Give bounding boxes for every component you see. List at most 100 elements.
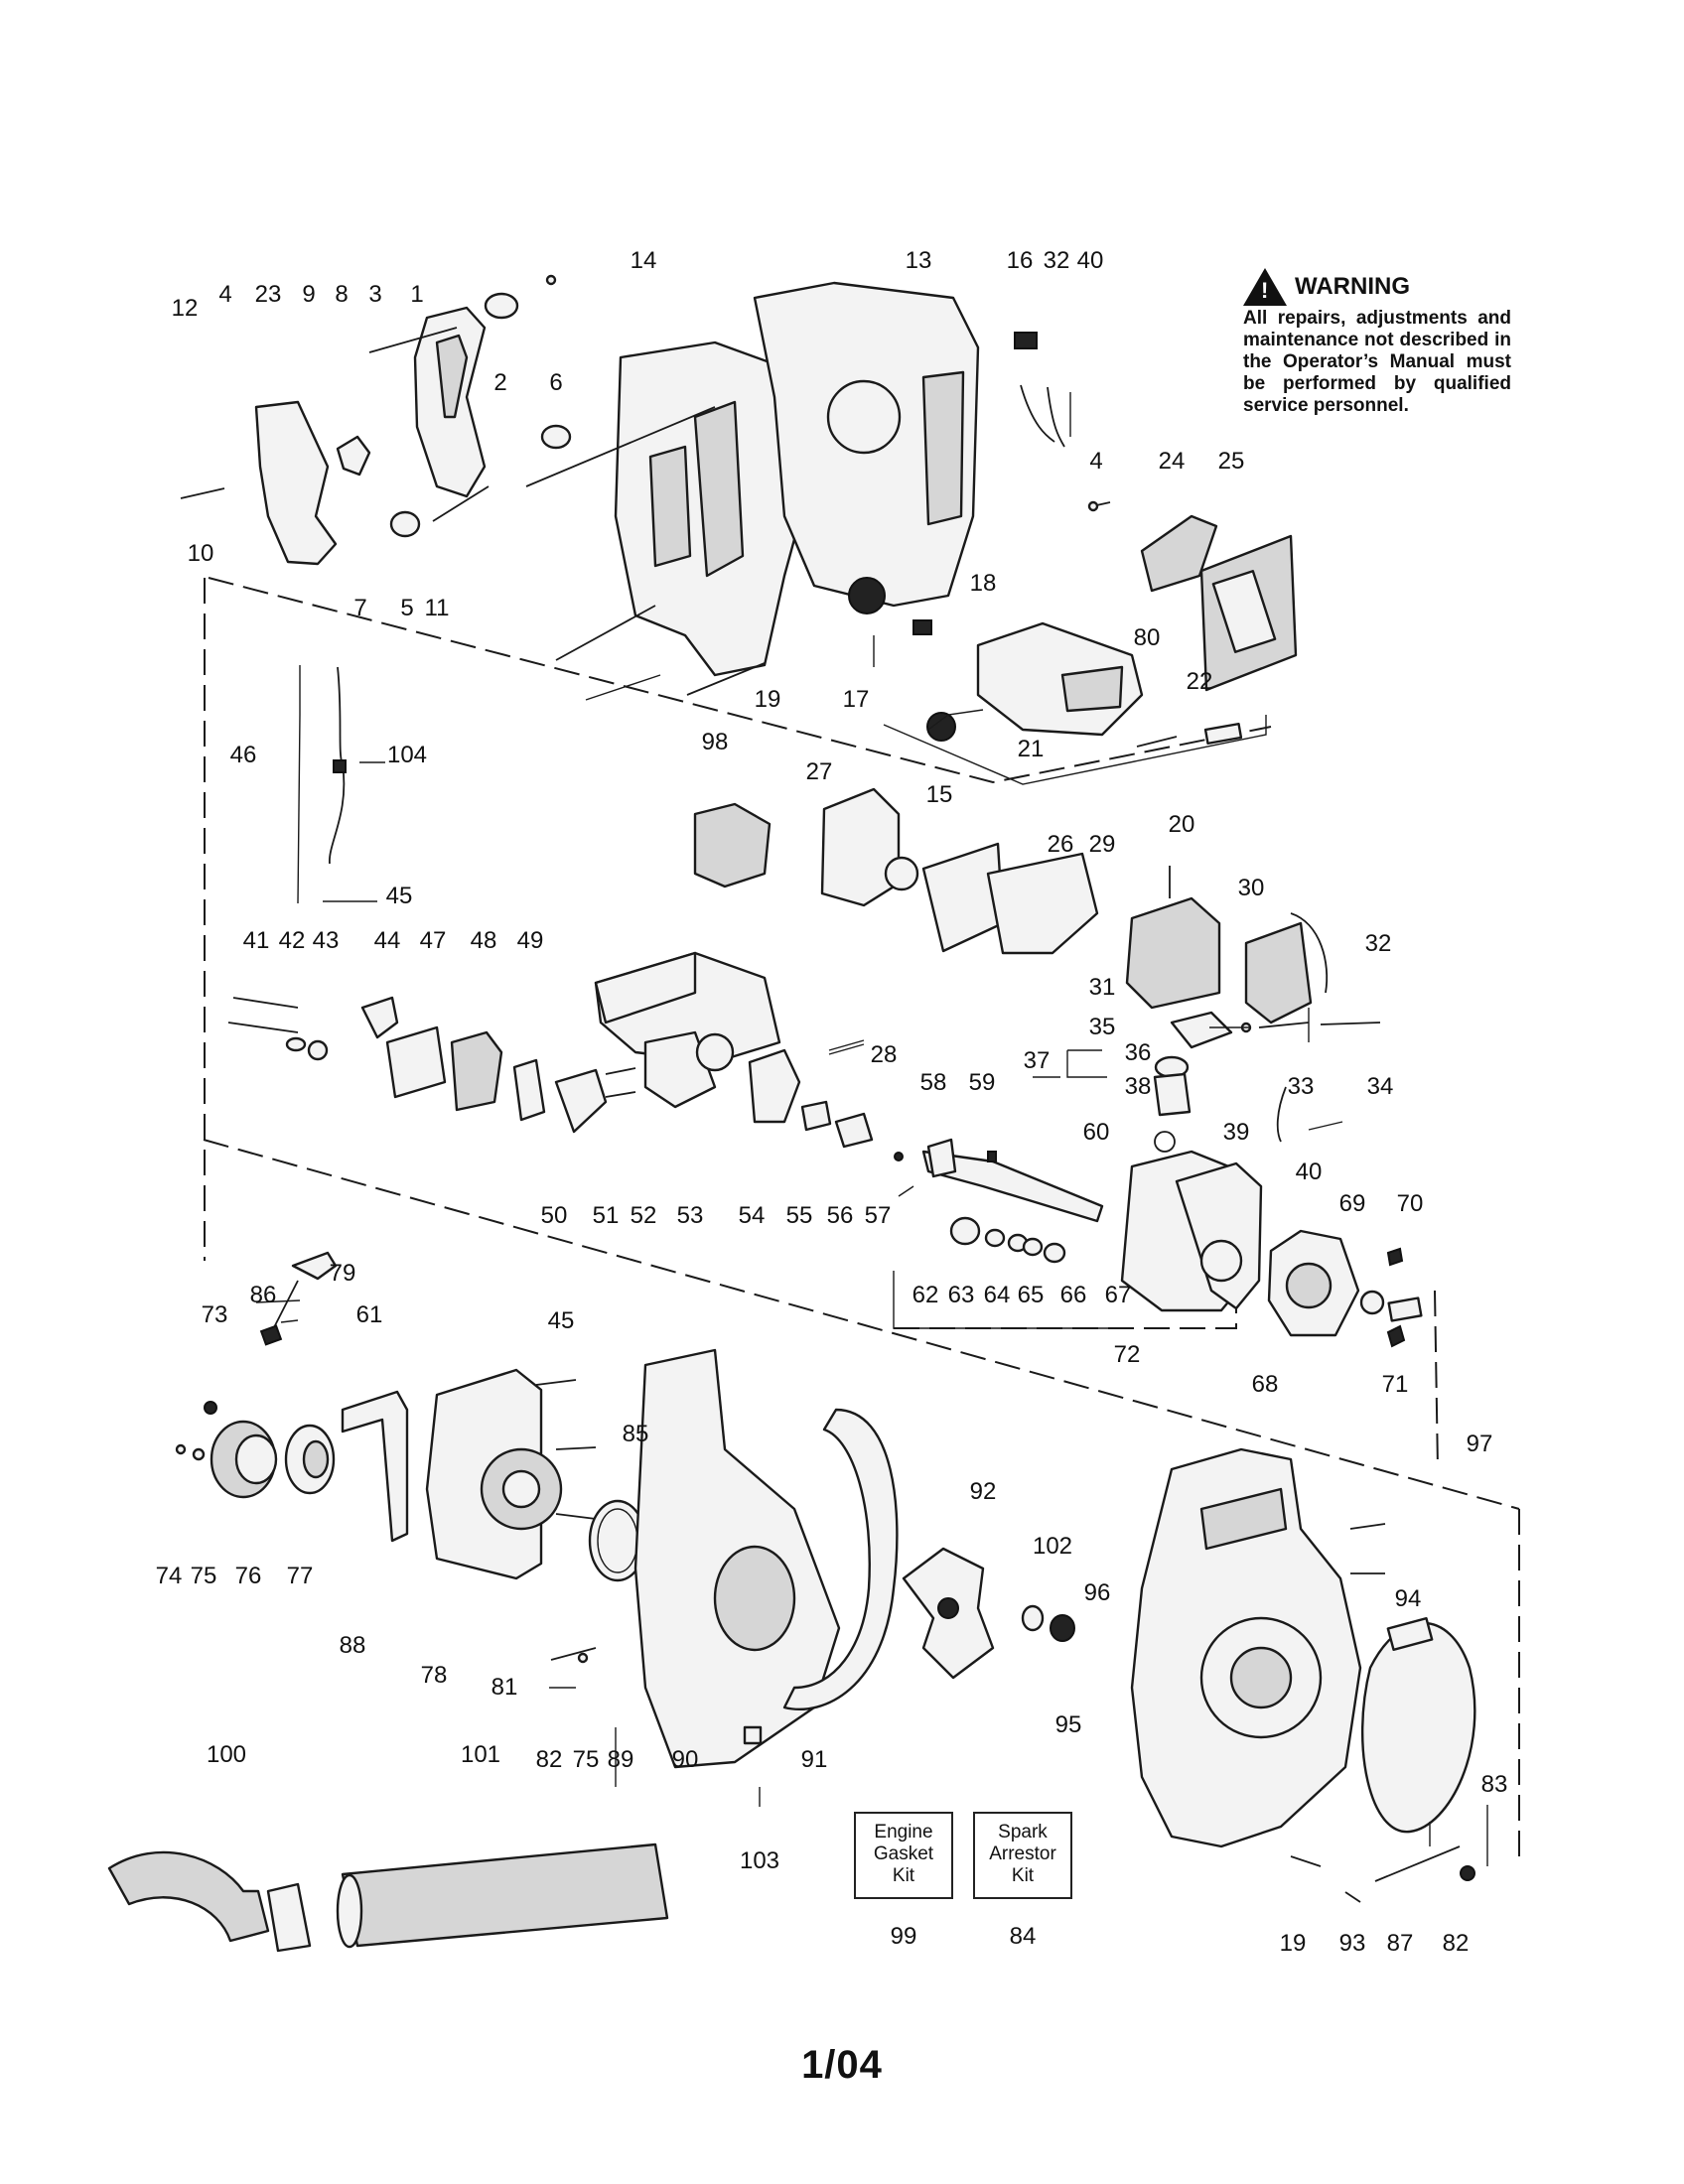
part-label: 30 [1238, 875, 1265, 901]
part-label: 73 [202, 1301, 228, 1328]
part-label: 45 [386, 883, 413, 909]
part-label: 66 [1060, 1282, 1087, 1308]
handle-assembly [180, 274, 572, 566]
carburetor-row [227, 951, 904, 1161]
upper-right-parts [912, 332, 1298, 748]
part-label: 8 [335, 281, 348, 308]
part-label: 13 [906, 247, 932, 274]
part-label: 40 [1296, 1159, 1323, 1185]
part-label: 36 [1125, 1039, 1152, 1066]
part-label: 64 [984, 1282, 1011, 1308]
part-label: 55 [786, 1202, 813, 1229]
part-label: 18 [970, 570, 997, 597]
part-label: 92 [970, 1478, 997, 1505]
part-number-labels: 12 4 23 9 8 3 1 2 6 10 7 5 11 14 13 16 3… [156, 247, 1508, 1957]
part-label: 63 [948, 1282, 975, 1308]
part-label: 32 [1365, 930, 1392, 957]
part-label: 102 [1033, 1533, 1072, 1560]
part-label: 100 [207, 1741, 246, 1768]
part-label: 96 [1084, 1579, 1111, 1606]
crankcase-assembly [921, 1138, 1423, 1348]
part-label: 61 [356, 1301, 383, 1328]
part-label: 35 [1089, 1014, 1116, 1040]
blower-tubes [107, 1843, 669, 1953]
part-label: 11 [425, 595, 450, 621]
part-label: 16 [1007, 247, 1034, 274]
part-label: 45 [548, 1307, 575, 1334]
part-label: 68 [1252, 1371, 1279, 1398]
part-label: 31 [1089, 974, 1116, 1001]
part-label: 44 [374, 927, 401, 954]
part-label: 17 [843, 686, 870, 713]
part-label: 42 [279, 927, 306, 954]
kit-number: 84 [1010, 1923, 1037, 1950]
kit-number: 99 [891, 1923, 917, 1950]
part-label: 70 [1397, 1190, 1424, 1217]
part-label: 54 [739, 1202, 766, 1229]
part-label: 75 [573, 1746, 600, 1773]
starter-assembly [175, 1251, 597, 1580]
leader-lines [255, 392, 1488, 1866]
part-label: 74 [156, 1563, 183, 1589]
part-label: 50 [541, 1202, 568, 1229]
part-label: 77 [287, 1563, 314, 1589]
part-label: 79 [330, 1260, 356, 1287]
part-label: 7 [353, 595, 366, 621]
part-label: 75 [191, 1563, 217, 1589]
section-dividers [203, 577, 1520, 1856]
part-label: 97 [1467, 1431, 1493, 1457]
part-label: 89 [608, 1746, 634, 1773]
part-label: 69 [1339, 1190, 1366, 1217]
part-label: 78 [421, 1662, 448, 1689]
part-label: 1 [410, 281, 423, 308]
part-label: 37 [1024, 1047, 1051, 1074]
part-label: 2 [493, 369, 506, 396]
part-label: 10 [188, 540, 214, 567]
part-label: 19 [755, 686, 781, 713]
part-label: 82 [1443, 1930, 1470, 1957]
part-label: 98 [702, 729, 729, 755]
part-label: 103 [740, 1847, 779, 1874]
warning-triangle-icon: ! [1243, 268, 1287, 306]
part-label: 12 [172, 295, 199, 322]
part-label: 34 [1367, 1073, 1394, 1100]
part-label: 32 [1044, 247, 1070, 274]
part-label: 87 [1387, 1930, 1414, 1957]
part-label: 58 [920, 1069, 947, 1096]
part-label: 72 [1114, 1341, 1141, 1368]
part-label: 52 [631, 1202, 657, 1229]
part-label: 9 [302, 281, 315, 308]
kit-line: Kit [1011, 1865, 1035, 1886]
kit-line: Arrestor [989, 1843, 1056, 1864]
part-label: 71 [1382, 1371, 1409, 1398]
warning-text: All repairs, adjustments and maintenance… [1243, 308, 1511, 416]
engine-row [329, 666, 1381, 1153]
part-label: 15 [926, 781, 953, 808]
part-label: 38 [1125, 1073, 1152, 1100]
part-label: 25 [1218, 448, 1245, 475]
part-label: 5 [400, 595, 413, 621]
part-label: 60 [1083, 1119, 1110, 1146]
part-label: 91 [801, 1746, 828, 1773]
part-label: 53 [677, 1202, 704, 1229]
kit-line: Kit [892, 1865, 915, 1886]
part-label: 47 [420, 927, 447, 954]
part-label: 23 [255, 281, 282, 308]
engine-gasket-kit-box: Engine Gasket Kit [854, 1812, 953, 1899]
part-label: 85 [623, 1421, 649, 1447]
kit-line: Gasket [873, 1843, 934, 1864]
part-label: 48 [471, 927, 497, 954]
part-label: 90 [672, 1746, 699, 1773]
part-label: 26 [1048, 831, 1074, 858]
part-label: 59 [969, 1069, 996, 1096]
part-label: 83 [1481, 1771, 1508, 1798]
fan-housing-assembly [550, 1348, 1075, 1769]
warning-title: WARNING [1295, 273, 1410, 300]
kit-line: Engine [874, 1822, 933, 1843]
part-label: 22 [1187, 668, 1213, 695]
part-label: 24 [1159, 448, 1186, 475]
part-label: 43 [313, 927, 340, 954]
part-label: 57 [865, 1202, 892, 1229]
part-label: 46 [230, 742, 257, 768]
part-label: 80 [1134, 624, 1161, 651]
